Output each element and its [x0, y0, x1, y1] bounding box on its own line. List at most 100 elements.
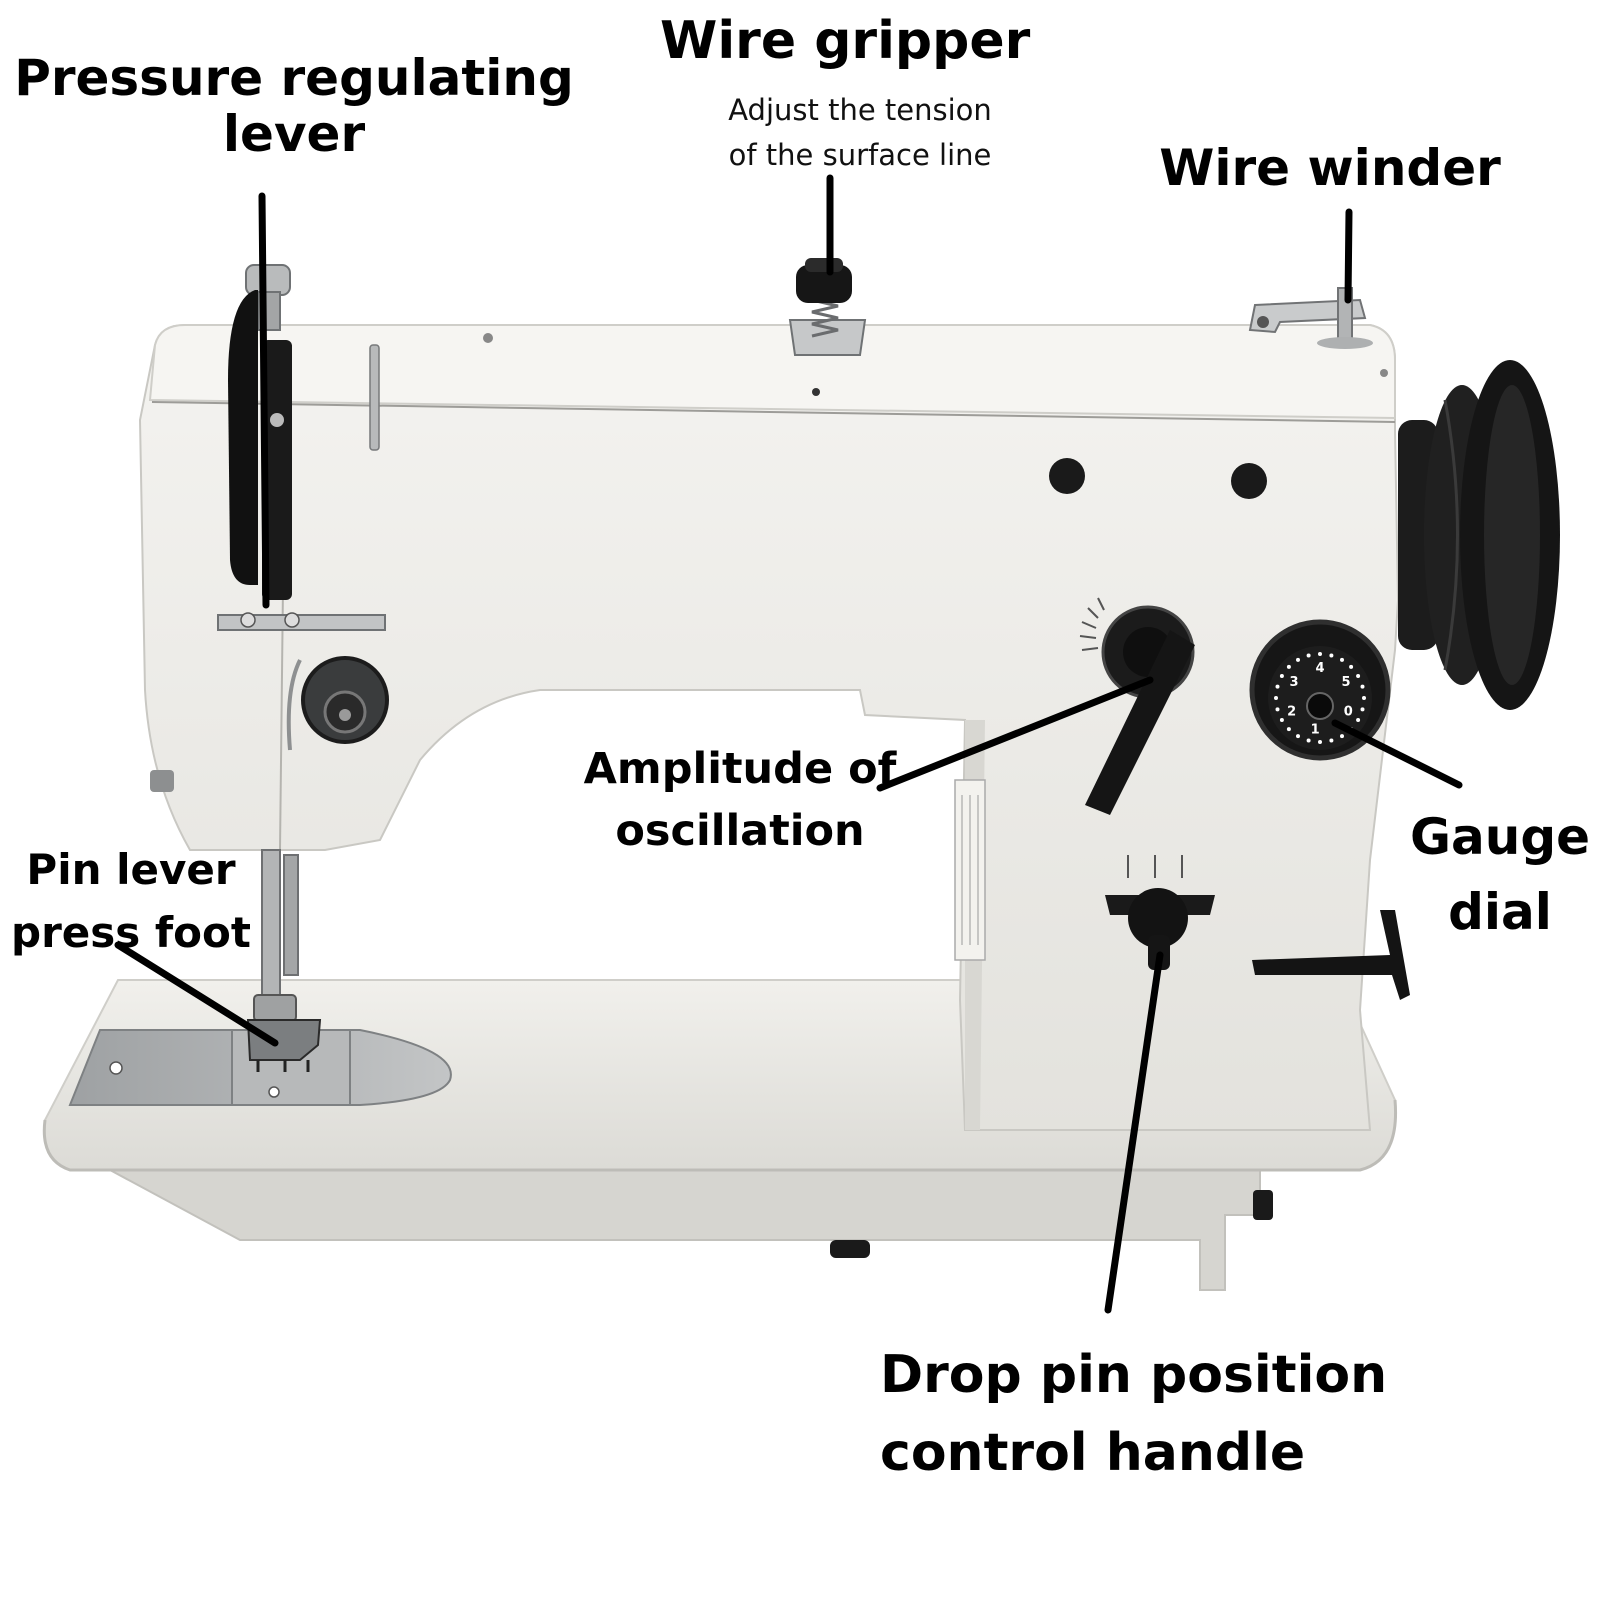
tension-spring-bracket [788, 319, 867, 356]
gauge-dial-dot [1275, 707, 1280, 712]
leader-pin-lever-press-foot [114, 941, 279, 1047]
gauge-dial-dot [1306, 653, 1311, 658]
base-underside [109, 1169, 1261, 1291]
gauge-dial-number: 5 [1341, 675, 1350, 690]
head-assembly [150, 264, 389, 792]
label-drop-pin-line2: control handle [880, 1423, 1306, 1483]
tension-knob-top [805, 258, 843, 272]
base-front-edge [42, 1099, 1398, 1172]
needle-bar [261, 849, 281, 1016]
gauge-dial-dot [1296, 734, 1300, 739]
label-wire-gripper: Wire gripper [660, 11, 1031, 71]
thread-guide-bar [217, 614, 386, 631]
label-amplitude-line2: oscillation [615, 806, 865, 857]
side-screw [150, 770, 174, 792]
plate-screw [268, 1086, 280, 1098]
gauge-dial-dot [1340, 734, 1344, 739]
bobbin-winder-base [1317, 337, 1373, 349]
label-amplitude-line1: Amplitude of [583, 744, 897, 794]
guide-screw [284, 612, 300, 628]
gauge-dial-dot [1306, 738, 1311, 743]
gauge-dial-dot [1275, 684, 1280, 689]
gauge-dial-number: 2 [1287, 705, 1296, 720]
arm-knob [1231, 463, 1267, 499]
top-hole [812, 388, 820, 396]
guide-screw [240, 612, 256, 628]
label-pin-lever-line1: Pin lever [26, 845, 236, 894]
gauge-dial-dot [1286, 664, 1291, 669]
gauge-dial-dot [1318, 740, 1322, 744]
amplitude-lever-assembly [1079, 597, 1195, 815]
take-up-lever-guard [228, 290, 258, 585]
knee-lift-pad [830, 1240, 870, 1258]
drop-pin-knob [1128, 888, 1188, 948]
leader-lines [114, 174, 1463, 1314]
label-drop-pin-position-control-handle: Drop pin position control handle [880, 1336, 1387, 1492]
leader-wire-winder [1344, 208, 1353, 304]
label-wire-winder-title: Wire winder [1159, 139, 1501, 197]
leader-drop-pin-position-control-handle [1104, 951, 1164, 1314]
tension-spring [811, 298, 839, 338]
gauge-dial-number: 1 [1311, 723, 1320, 738]
handwheel [1398, 360, 1560, 710]
leader-gauge-dial [1331, 719, 1463, 789]
presser-bar [283, 854, 299, 976]
needle-clamp [253, 994, 297, 1022]
face-tension-disk-hole [339, 709, 351, 721]
presser-foot [246, 1019, 322, 1061]
label-wire-gripper-title: Wire gripper [660, 11, 1031, 71]
label-drop-pin-line1: Drop pin position [880, 1345, 1388, 1405]
take-up-lever-pin [270, 413, 284, 427]
gauge-dial-dot [1274, 696, 1278, 700]
label-wire-gripper-description: Adjust the tension of the surface line [690, 88, 1030, 178]
top-cover-seam [151, 401, 1396, 423]
leader-amplitude-of-oscillation [876, 676, 1154, 792]
label-pin-lever-line2: press foot [11, 908, 251, 957]
label-wire-winder: Wire winder [1150, 140, 1510, 196]
gauge-dial-center [1306, 692, 1334, 720]
label-gauge-dial-line2: dial [1448, 883, 1552, 941]
gauge-dial-number: 3 [1289, 675, 1298, 690]
base-side-screw [1253, 1190, 1273, 1220]
label-wire-gripper-desc-line1: Adjust the tension [728, 93, 992, 127]
label-pressure-regulating-lever: Pressure regulating lever [14, 50, 574, 162]
gauge-dial-dot [1362, 696, 1366, 700]
gauge-dial-dot [1340, 657, 1344, 662]
bobbin-winder-assembly [1248, 287, 1373, 349]
amplitude-scale-ticks [1079, 597, 1105, 651]
top-hole [483, 333, 493, 343]
label-wire-gripper-desc-line2: of the surface line [728, 137, 992, 172]
take-up-lever [262, 340, 292, 600]
gauge-dial-dot [1349, 664, 1354, 669]
leader-pressure-regulating-lever [258, 192, 270, 609]
label-gauge-dial-line1: Gauge [1409, 808, 1591, 866]
gauge-dial-dot [1356, 674, 1361, 678]
gauge-dial-dot [1318, 652, 1322, 656]
thread-guide-rod [369, 344, 380, 451]
gauge-dial-dot [1329, 653, 1334, 658]
gauge-dial-dot [1360, 707, 1365, 712]
plate-screw [109, 1061, 123, 1075]
thread-check-spring [286, 659, 302, 751]
arm-knobs [1049, 458, 1267, 499]
reverse-lever [1252, 910, 1410, 1000]
gauge-dial-dot [1296, 657, 1300, 662]
tension-knob [796, 265, 852, 303]
handwheel-groove [1443, 399, 1459, 671]
amplitude-lever-handle [1085, 630, 1195, 815]
bobbin-winder-screw [1257, 316, 1269, 328]
label-pressure-regulating-lever-line1: Pressure regulating [14, 49, 574, 107]
gauge-dial-dot [1360, 684, 1365, 689]
gauge-dial-number: 4 [1315, 661, 1324, 676]
presser-foot-assembly [246, 849, 322, 1072]
top-hole [1380, 369, 1388, 377]
label-gauge-dial: Gauge dial [1400, 800, 1600, 950]
bobbin-winder-arm [1248, 298, 1367, 334]
drop-pin-handle-assembly [1105, 855, 1215, 970]
label-pressure-regulating-lever-line2: lever [222, 105, 366, 163]
gauge-dial-dot [1356, 718, 1361, 722]
handwheel-highlight [1484, 385, 1540, 685]
label-amplitude-of-oscillation: Amplitude of oscillation [580, 738, 900, 863]
